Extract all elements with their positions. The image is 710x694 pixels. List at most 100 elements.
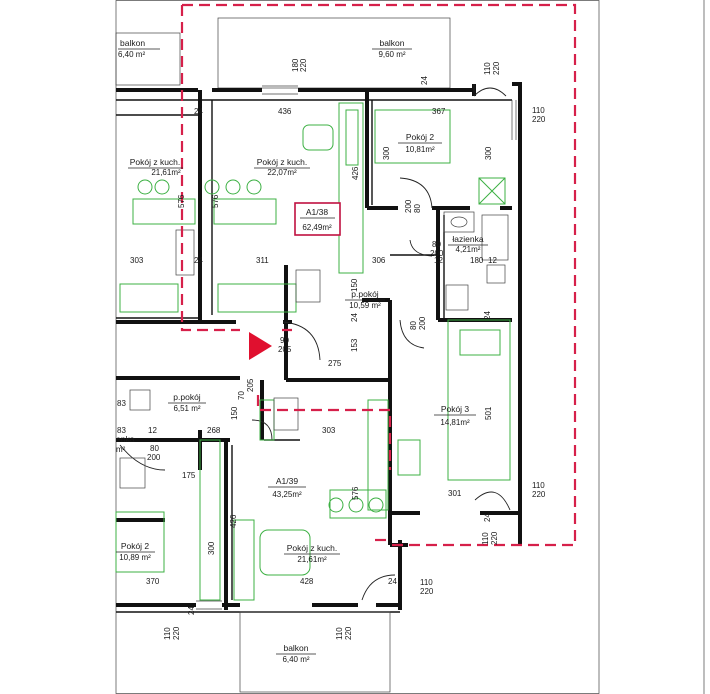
room-area-ppokoj-top: 10,59 m² — [349, 301, 381, 310]
room-area-pokoj3: 14,81m² — [440, 418, 470, 427]
dim-24-mid: 24 — [194, 256, 203, 265]
dim-110-right-top: 110 — [532, 106, 545, 115]
dim-300-b: 300 — [484, 146, 493, 160]
room-name-balkon-top-left: balkon — [120, 38, 145, 48]
dim-175: 175 — [182, 471, 196, 480]
dim-110-right-mid: 110 — [532, 481, 545, 490]
dim-200-vert: 200 — [404, 199, 413, 213]
dim-220-right-top: 220 — [532, 115, 546, 124]
bathroom-fixtures — [119, 211, 509, 489]
dim-12-c: 12 — [148, 426, 157, 435]
dim-428: 428 — [300, 577, 314, 586]
dim-220-right-mid: 220 — [532, 490, 546, 499]
dim-275: 275 — [328, 359, 342, 368]
dim-150: 150 — [350, 278, 359, 292]
balcony-top-outline — [217, 17, 451, 89]
dim-367: 367 — [432, 107, 446, 116]
dim-24-top: 24 — [420, 76, 429, 85]
dim-110-top: 110 — [483, 62, 492, 75]
dim-300-c: 300 — [207, 541, 216, 555]
room-area-balkon-bottom: 6,40 m² — [282, 655, 309, 664]
dim-436: 436 — [278, 107, 292, 116]
dim-205: 205 — [278, 345, 292, 354]
dim-306: 306 — [372, 256, 386, 265]
dim-180-top: 180 — [291, 58, 300, 72]
dim-220-bottom-mid: 220 — [344, 626, 353, 640]
room-name-kuch-top: Pokój z kuch. — [257, 157, 308, 167]
dim-300-a: 300 — [382, 146, 391, 160]
dim-24-f: 24 — [388, 577, 397, 586]
room-area-balkon-top-left: 6,40 m² — [118, 50, 145, 59]
room-area-kuch-left: 21,61m² — [151, 168, 181, 177]
dim-180-mid: 180 — [470, 256, 484, 265]
dim-426-bottom: 426 — [229, 514, 238, 528]
room-area-lazienka-top: 4,21m² — [456, 245, 481, 254]
dim-83-b: 83 — [117, 426, 126, 435]
windows — [196, 85, 517, 610]
dim-205-b: 205 — [246, 378, 255, 392]
room-name-pokoj3: Pokój 3 — [441, 404, 470, 414]
dim-150-b: 150 — [230, 406, 239, 420]
dim-200-bath: 200 — [430, 249, 444, 258]
dim-110-bottom-left: 110 — [163, 627, 172, 640]
dim-24-left: 24 — [194, 107, 203, 116]
dim-24-g: 24 — [187, 606, 196, 615]
dim-110-bottom: 110 — [420, 578, 433, 587]
dim-80-left: 80 — [150, 444, 159, 453]
room-area-kuch-top: 22,07m² — [267, 168, 297, 177]
dim-80-vert-b: 80 — [409, 321, 418, 330]
dim-110-bottom-mid: 110 — [335, 627, 344, 640]
dim-576-bottom: 576 — [351, 486, 360, 500]
dim-220-top-b: 220 — [492, 61, 501, 75]
apartment-area-a139: 43,25m² — [272, 490, 302, 499]
dim-90: 90 — [280, 336, 289, 345]
room-name-kuch-left: Pokój z kuch. — [130, 157, 181, 167]
dim-83: 83 — [117, 399, 126, 408]
apartment-boundary — [180, 3, 577, 547]
dim-426-top: 426 — [351, 166, 360, 180]
room-name-lazienka-top: łazienka — [452, 234, 483, 244]
room-name-kuch-bottom: Pokój z kuch. — [287, 543, 338, 553]
dim-220-bottom: 220 — [420, 587, 434, 596]
dim-303-top: 303 — [130, 256, 144, 265]
furniture — [115, 102, 511, 601]
dim-110-right-bottom: 110 — [481, 532, 490, 545]
room-area-ppokoj-left: 6,51 m² — [173, 404, 200, 413]
room-area-pokoj2-bottom: 10,89 m² — [119, 553, 151, 562]
dim-80-vert: 80 — [413, 204, 422, 213]
room-name-lazienka-left: enka — [116, 434, 135, 444]
dim-24-e: 24 — [483, 513, 492, 522]
dim-220-right-bottom: 220 — [490, 531, 499, 545]
entry-arrow — [249, 332, 272, 360]
room-area-kuch-bottom: 21,61m² — [297, 555, 327, 564]
room-name-pokoj2-top: Pokój 2 — [406, 132, 435, 142]
room-name-balkon-top: balkon — [379, 38, 404, 48]
apartment-id-a138: A1/38 — [306, 207, 328, 217]
dim-200-left: 200 — [147, 453, 161, 462]
apartment-area-a138: 62,49m² — [302, 223, 332, 232]
dim-370: 370 — [146, 577, 160, 586]
dim-70: 70 — [237, 391, 246, 400]
room-area-lazienka-left: m² — [116, 445, 126, 454]
balcony-bottom-outline — [239, 611, 391, 693]
dim-24-c: 24 — [350, 313, 359, 322]
dimension-labels: 180 220 110 220 24 110 220 24 436 367 30… — [117, 58, 546, 640]
dim-12-a: 12 — [434, 256, 443, 265]
dim-268: 268 — [207, 426, 221, 435]
room-name-pokoj2-bottom: Pokój 2 — [121, 541, 150, 551]
apartment-tag-box-a138 — [294, 202, 341, 236]
room-name-balkon-bottom: balkon — [283, 643, 308, 653]
dim-12-b: 12 — [488, 256, 497, 265]
dim-153: 153 — [350, 338, 359, 352]
dim-220-top: 220 — [299, 58, 308, 72]
dim-576-mid: 576 — [211, 194, 220, 208]
dim-200-vert-b: 200 — [418, 316, 427, 330]
dim-303-mid: 303 — [322, 426, 336, 435]
dim-301: 301 — [448, 489, 462, 498]
dim-220-bottom-left: 220 — [172, 626, 181, 640]
room-labels: balkon 6,40 m² balkon 9,60 m² Pokój z ku… — [116, 38, 488, 664]
dim-311: 311 — [256, 256, 269, 265]
room-area-pokoj2-top: 10,81m² — [405, 145, 435, 154]
room-name-ppokoj-left: p.pokój — [173, 392, 201, 402]
